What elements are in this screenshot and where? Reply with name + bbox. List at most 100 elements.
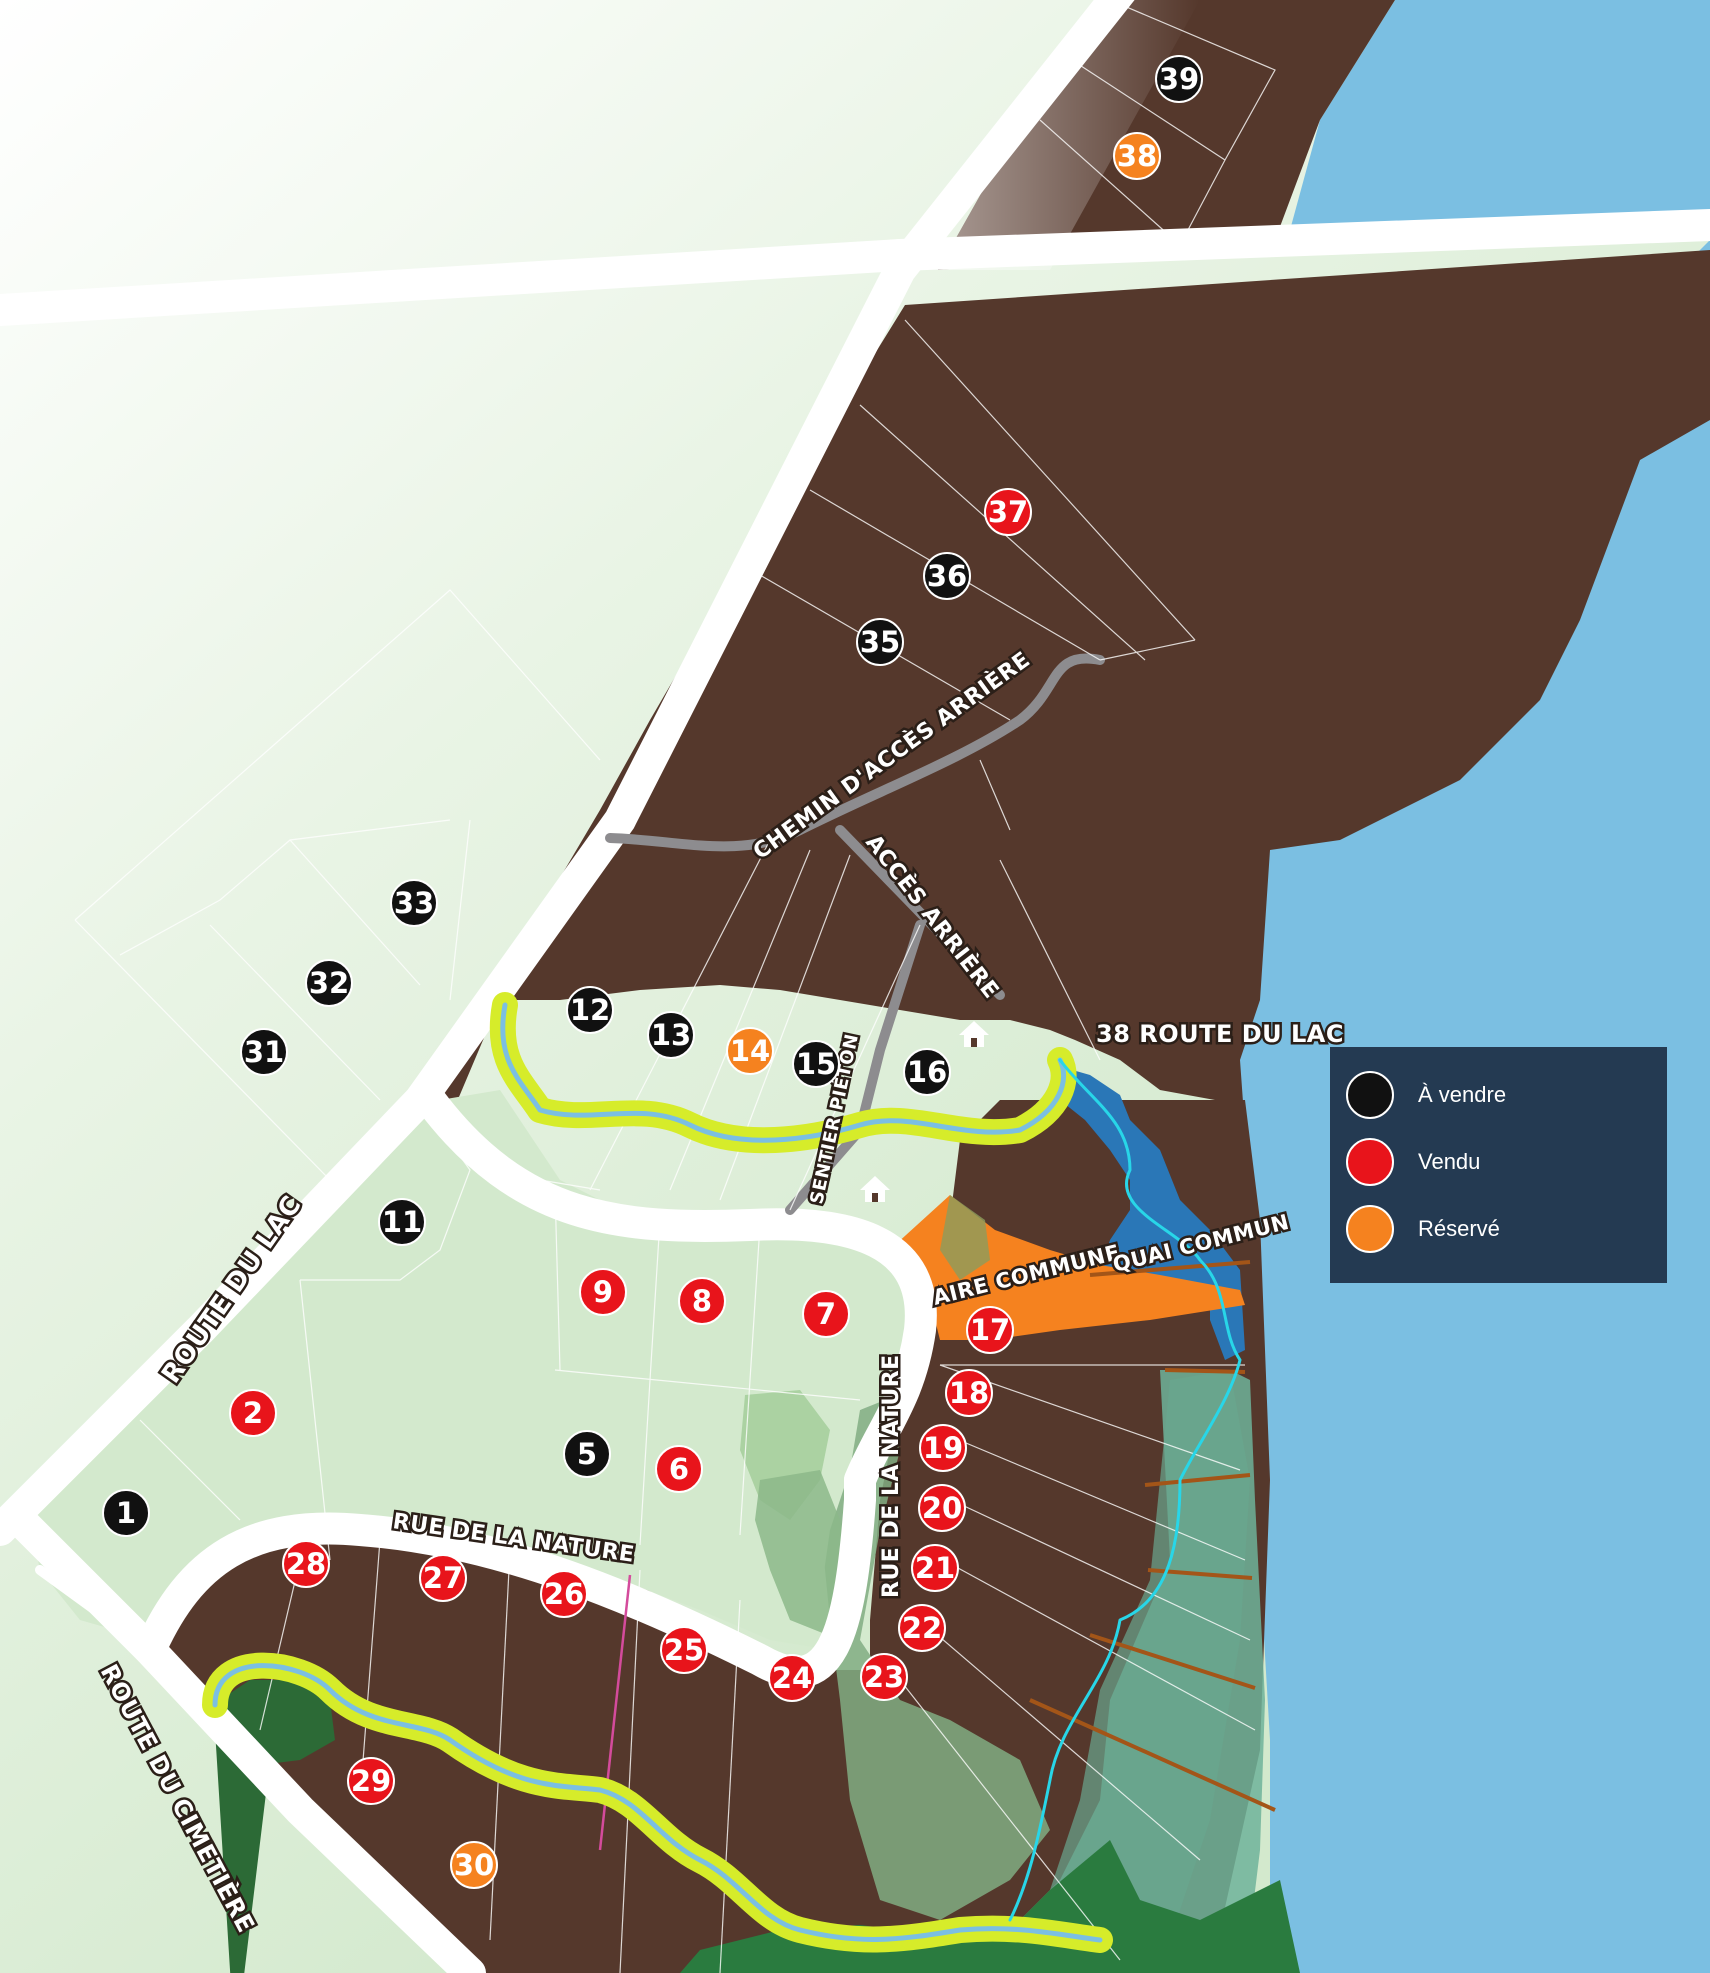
sentier-pieton-road <box>785 920 925 1215</box>
lot-number: 20 <box>922 1491 962 1525</box>
green-forest-small-2 <box>755 1470 850 1640</box>
trails <box>202 992 1242 1953</box>
lot-marker-23[interactable]: 23 <box>860 1653 908 1701</box>
lot-marker-circle[interactable] <box>647 1011 695 1059</box>
lot-marker-circle[interactable] <box>305 959 353 1007</box>
lot-marker-36[interactable]: 36 <box>923 552 971 600</box>
lot-marker-2[interactable]: 2 <box>229 1389 277 1437</box>
lot-marker-circle[interactable] <box>563 1430 611 1478</box>
lot-marker-7[interactable]: 7 <box>802 1290 850 1338</box>
lot-marker-9[interactable]: 9 <box>579 1268 627 1316</box>
lot-marker-circle[interactable] <box>945 1369 993 1417</box>
lot-marker-circle[interactable] <box>768 1654 816 1702</box>
chemin-acces-arriere-road <box>605 653 1105 852</box>
lot-marker-circle[interactable] <box>579 1268 627 1316</box>
legend-label: Vendu <box>1418 1149 1481 1174</box>
lot-marker-circle[interactable] <box>1113 132 1161 180</box>
lot-marker-35[interactable]: 35 <box>856 618 904 666</box>
lot-marker-circle[interactable] <box>660 1626 708 1674</box>
lot-number: 35 <box>860 625 900 659</box>
lot-marker-39[interactable]: 39 <box>1155 55 1203 103</box>
lot-marker-15[interactable]: 15 <box>792 1040 840 1088</box>
lot-marker-circle[interactable] <box>229 1389 277 1437</box>
legend-item-available: À vendre <box>1346 1071 1506 1119</box>
lot-marker-18[interactable]: 18 <box>945 1369 993 1417</box>
lot-marker-21[interactable]: 21 <box>911 1544 959 1592</box>
lot-marker-16[interactable]: 16 <box>903 1048 951 1096</box>
lot-marker-circle[interactable] <box>860 1653 908 1701</box>
label-rue-de-la-nature-2: RUE DE LA NATURE <box>879 1354 904 1598</box>
lot-number: 5 <box>577 1437 597 1471</box>
lot-marker-25[interactable]: 25 <box>660 1626 708 1674</box>
lot-marker-30[interactable]: 30 <box>450 1841 498 1889</box>
road-north <box>0 239 916 326</box>
lot-marker-14[interactable]: 14 <box>726 1027 774 1075</box>
lots-north-shade <box>938 0 1200 270</box>
rue-de-la-nature-road <box>414 1084 937 1496</box>
lot-number: 17 <box>970 1313 1010 1347</box>
lot-marker-20[interactable]: 20 <box>918 1484 966 1532</box>
lot-marker-circle[interactable] <box>911 1544 959 1592</box>
lot-marker-circle[interactable] <box>923 552 971 600</box>
lot-marker-circle[interactable] <box>566 986 614 1034</box>
lot-marker-circle[interactable] <box>792 1040 840 1088</box>
lot-marker-circle[interactable] <box>347 1757 395 1805</box>
lot-marker-19[interactable]: 19 <box>919 1424 967 1472</box>
lot-marker-circle[interactable] <box>918 1484 966 1532</box>
lot-marker-1[interactable]: 1 <box>102 1489 150 1537</box>
lot-marker-5[interactable]: 5 <box>563 1430 611 1478</box>
lot-number: 9 <box>593 1275 613 1309</box>
lot-marker-37[interactable]: 37 <box>984 488 1032 536</box>
lot-marker-circle[interactable] <box>984 488 1032 536</box>
lot-marker-circle[interactable] <box>390 879 438 927</box>
stream-east <box>1008 1058 1242 1922</box>
house-icon <box>959 1021 989 1047</box>
lot-marker-38[interactable]: 38 <box>1113 132 1161 180</box>
lot-marker-28[interactable]: 28 <box>282 1540 330 1588</box>
label-adresse: 38 ROUTE DU LAC <box>1096 1020 1344 1048</box>
lot-marker-circle[interactable] <box>898 1604 946 1652</box>
lot-marker-circle[interactable] <box>678 1277 726 1325</box>
lot-marker-circle[interactable] <box>240 1028 288 1076</box>
lot-marker-13[interactable]: 13 <box>647 1011 695 1059</box>
lot-number: 33 <box>394 886 434 920</box>
lot-marker-32[interactable]: 32 <box>305 959 353 1007</box>
lot-number: 21 <box>915 1551 955 1585</box>
lot-marker-24[interactable]: 24 <box>768 1654 816 1702</box>
lot-marker-circle[interactable] <box>282 1540 330 1588</box>
lot-marker-circle[interactable] <box>378 1198 426 1246</box>
lot-marker-17[interactable]: 17 <box>966 1306 1014 1354</box>
lot-marker-12[interactable]: 12 <box>566 986 614 1034</box>
common-water <box>1055 1065 1240 1305</box>
lot-marker-circle[interactable] <box>726 1027 774 1075</box>
lot-marker-circle[interactable] <box>102 1489 150 1537</box>
lot-marker-8[interactable]: 8 <box>678 1277 726 1325</box>
lot-marker-circle[interactable] <box>1155 55 1203 103</box>
lot-marker-31[interactable]: 31 <box>240 1028 288 1076</box>
lot-marker-circle[interactable] <box>903 1048 951 1096</box>
legend-label: À vendre <box>1418 1082 1507 1107</box>
lot-number: 22 <box>902 1611 942 1645</box>
lot-marker-33[interactable]: 33 <box>390 879 438 927</box>
lot-marker-circle[interactable] <box>856 618 904 666</box>
route-du-cimetiere-road <box>4 1504 486 1973</box>
lot-marker-22[interactable]: 22 <box>898 1604 946 1652</box>
lot-marker-circle[interactable] <box>802 1290 850 1338</box>
lot-marker-circle[interactable] <box>919 1424 967 1472</box>
route-du-lac-road <box>0 0 1135 1546</box>
lot-marker-circle[interactable] <box>450 1841 498 1889</box>
lot-number: 6 <box>669 1452 689 1486</box>
lot-number: 18 <box>949 1376 989 1410</box>
lot-number: 23 <box>864 1660 904 1694</box>
lot-marker-11[interactable]: 11 <box>378 1198 426 1246</box>
lot-number: 12 <box>570 993 610 1027</box>
lot-marker-circle[interactable] <box>966 1306 1014 1354</box>
lot-marker-circle[interactable] <box>655 1445 703 1493</box>
lot-marker-circle[interactable] <box>540 1570 588 1618</box>
lot-marker-27[interactable]: 27 <box>419 1554 467 1602</box>
lot-marker-6[interactable]: 6 <box>655 1445 703 1493</box>
lot-marker-29[interactable]: 29 <box>347 1757 395 1805</box>
lot-marker-26[interactable]: 26 <box>540 1570 588 1618</box>
lot-number: 24 <box>772 1661 812 1695</box>
lot-marker-circle[interactable] <box>419 1554 467 1602</box>
